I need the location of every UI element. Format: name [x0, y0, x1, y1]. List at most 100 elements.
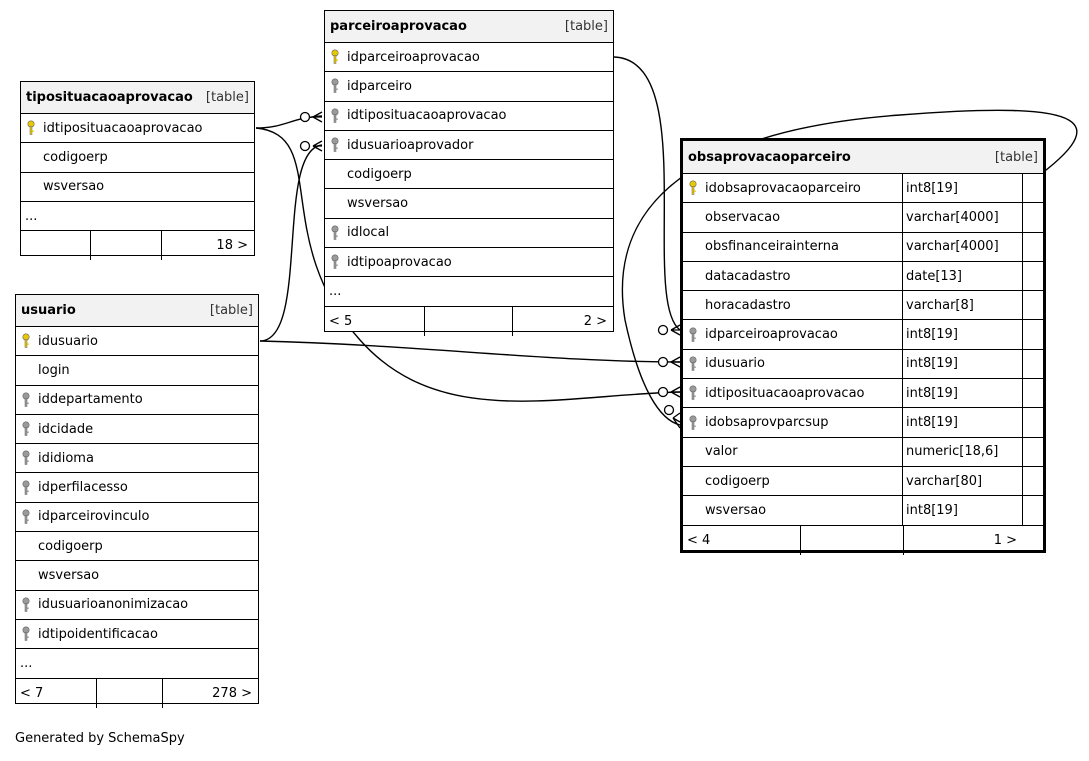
footer-children[interactable]: 1 > — [993, 532, 1017, 548]
column-name: idobsaprovparcsup — [705, 415, 829, 431]
column-type: date[13] — [902, 261, 1022, 291]
column-name: idusuarioanonimizacao — [38, 597, 189, 613]
column-name: idusuario — [38, 333, 98, 349]
edge-tiposituacao-parceiro — [255, 115, 323, 129]
column-spacer — [1022, 320, 1043, 349]
pk-key-icon — [325, 49, 345, 65]
table-header: parceiroaprovacao [table] — [325, 11, 613, 43]
edge-parceiroaprovacao-obs — [613, 56, 681, 331]
column-row-idparceiroaprovacao[interactable]: idparceiroaprovacao — [325, 43, 613, 73]
column-name: codigoerp — [38, 538, 103, 554]
column-spacer — [1022, 496, 1043, 525]
footer-parents[interactable] — [21, 231, 91, 261]
column-row-idusuarioaprovador[interactable]: idusuarioaprovador — [325, 131, 613, 161]
fk-key-icon — [325, 108, 345, 124]
footer-mid — [91, 231, 162, 261]
column-name: login — [38, 362, 70, 378]
column-type: int8[19] — [902, 379, 1022, 408]
column-name: idtipoaprovacao — [347, 254, 452, 270]
column-row-codigoerp[interactable]: codigoerp — [325, 160, 613, 190]
column-row-login[interactable]: login — [16, 356, 258, 386]
table-type: [table] — [994, 149, 1038, 165]
column-name: idusuarioaprovador — [347, 137, 474, 153]
column-name: idtiposituacaoaprovacao — [43, 120, 203, 136]
table-name: tiposituacaoaprovacao — [26, 90, 193, 105]
fk-key-icon — [16, 597, 36, 613]
generated-by-label: Generated by SchemaSpy — [15, 731, 185, 746]
column-row-idusuario[interactable]: idusuario — [16, 327, 258, 357]
column-row-wsversao[interactable]: wsversao — [325, 189, 613, 219]
column-name: codigoerp — [347, 166, 412, 182]
column-name: wsversao — [38, 568, 100, 584]
footer-parents[interactable]: < 5 — [325, 306, 425, 336]
column-row-idusuarioanonimizacao[interactable]: idusuarioanonimizacao — [16, 591, 258, 620]
column-row-idtipoaprovacao[interactable]: idtipoaprovacao — [325, 248, 613, 278]
table-name: usuario — [21, 303, 76, 318]
column-name: idparceiroaprovacao — [347, 49, 480, 65]
column-spacer — [1022, 261, 1043, 291]
column-row-wsversao[interactable]: wsversao — [21, 173, 254, 202]
footer-children[interactable]: 278 > — [212, 685, 252, 701]
column-name: observacao — [705, 209, 781, 225]
column-type: int8[19] — [902, 408, 1022, 437]
column-row-iddepartamento[interactable]: iddepartamento — [16, 386, 258, 415]
column-type: int8[19] — [902, 349, 1022, 379]
column-row-idparceiro[interactable]: idparceiro — [325, 72, 613, 102]
column-name: wsversao — [705, 502, 767, 518]
column-row-ididioma[interactable]: ididioma — [16, 444, 258, 474]
table-footer: < 5 2 > — [325, 306, 613, 336]
column-row-datacadastro[interactable]: datacadastro date[13] — [683, 261, 1043, 292]
column-row-codigoerp[interactable]: codigoerp — [21, 143, 254, 173]
fk-key-icon — [16, 480, 36, 496]
column-name: idparceirovinculo — [38, 509, 150, 525]
ellipsis-row: ... — [16, 649, 258, 679]
table-name: obsaprovacaoparceiro — [688, 149, 851, 165]
column-name: idobsaprovacaoparceiro — [705, 180, 861, 196]
column-spacer — [1022, 437, 1043, 466]
pk-key-icon — [21, 120, 41, 136]
column-row-idtipoidentificacao[interactable]: idtipoidentificacao — [16, 620, 258, 650]
column-name: datacadastro — [705, 268, 791, 284]
column-type: varchar[8] — [902, 291, 1022, 320]
column-row-idperfilacesso[interactable]: idperfilacesso — [16, 473, 258, 503]
column-row-idlocal[interactable]: idlocal — [325, 219, 613, 249]
column-spacer — [1022, 291, 1043, 320]
column-spacer — [1022, 349, 1043, 379]
column-row-codigoerp[interactable]: codigoerp — [16, 532, 258, 562]
table-footer: < 7 278 > — [16, 678, 258, 708]
column-row-idobsaprovparcsup[interactable]: idobsaprovparcsup int8[19] — [683, 408, 1043, 438]
table-tiposituacaoaprovacao[interactable]: tiposituacaoaprovacao [table] idtipositu… — [20, 81, 255, 261]
footer-parents[interactable]: < 7 — [16, 678, 97, 708]
fk-key-icon — [683, 385, 703, 401]
table-type: [table] — [209, 303, 253, 318]
table-type: [table] — [564, 19, 608, 34]
column-row-wsversao[interactable]: wsversao — [16, 561, 258, 591]
column-row-idtiposituacaoaprovacao[interactable]: idtiposituacaoaprovacao — [325, 102, 613, 131]
footer-parents[interactable]: < 4 — [683, 525, 801, 555]
column-row-idcidade[interactable]: idcidade — [16, 415, 258, 445]
table-parceiroaprovacao[interactable]: parceiroaprovacao [table] idparceiroapro… — [324, 10, 614, 336]
column-row-idtiposituacaoaprovacao[interactable]: idtiposituacaoaprovacao — [21, 114, 254, 144]
table-usuario[interactable]: usuario [table] idusuario login iddepartam… — [15, 294, 259, 708]
table-obsaprovacaoparceiro[interactable]: obsaprovacaoparceiro [table] idobsaprova… — [680, 138, 1046, 555]
table-header: tiposituacaoaprovacao [table] — [21, 82, 254, 114]
column-name: idparceiroaprovacao — [705, 327, 838, 343]
footer-children[interactable]: 18 > — [216, 238, 248, 254]
column-spacer — [1022, 379, 1043, 408]
footer-children[interactable]: 2 > — [583, 313, 607, 329]
fk-key-icon — [325, 254, 345, 270]
column-name: idperfilacesso — [38, 480, 128, 496]
pk-key-icon — [683, 180, 703, 196]
column-row-idparceirovinculo[interactable]: idparceirovinculo — [16, 503, 258, 533]
fk-key-icon — [16, 509, 36, 525]
